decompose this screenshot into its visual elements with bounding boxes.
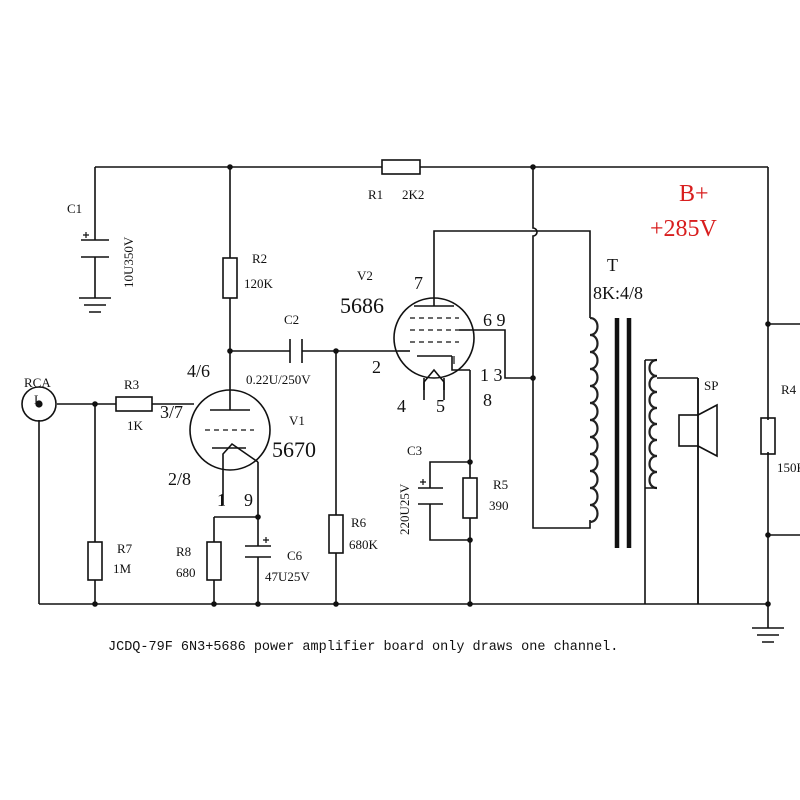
v2-pin-8: 8 [483,390,492,410]
supply-label: B+ [679,181,709,207]
r6-value: 680K [349,537,379,552]
supply-voltage: +285V [650,216,718,242]
transformer-ratio: 8K:4/8 [593,283,643,303]
v2-type: 5686 [340,293,384,318]
c1-name: C1 [67,201,82,216]
v1-triode-tube [189,389,271,471]
v1-pin-plate: 4/6 [187,361,210,381]
ground-symbol-c1 [79,297,111,313]
c3-capacitor [418,479,443,505]
wiring [38,166,800,628]
speaker [657,377,718,604]
r4-value: 150K [777,460,800,475]
v2-pin-heater-b: 5 [436,396,445,416]
r1-name: R1 [368,187,383,202]
v2-pin-plate: 7 [414,273,423,293]
r2-value: 120K [244,276,274,291]
v2-name: V2 [357,268,373,283]
r7-name: R7 [117,541,133,556]
r5-value: 390 [489,498,509,513]
r6-resistor [328,514,344,554]
v1-pin-heater-a: 1 [217,490,226,510]
r8-value: 680 [176,565,196,580]
rca-jack [21,386,57,422]
ground-symbol-main [752,627,784,643]
v2-pin-heater-a: 4 [397,396,406,416]
c2-name: C2 [284,312,299,327]
r8-name: R8 [176,544,191,559]
transformer-name: T [607,255,618,275]
r1-value: 2K2 [402,187,424,202]
junction-dots [92,164,771,607]
speaker-name: SP [704,378,718,393]
c1-value: 10U350V [121,236,136,288]
c1-capacitor [81,232,109,258]
r7-resistor [87,541,103,581]
r3-value: 1K [127,418,144,433]
r2-resistor [222,257,238,299]
c6-capacitor [245,537,271,558]
c6-value: 47U25V [265,569,310,584]
v2-pin-cathode: 1 3 [480,365,503,385]
c2-value: 0.22U/250V [246,372,311,387]
c3-name: C3 [407,443,422,458]
r4-name: R4 [781,382,797,397]
r6-name: R6 [351,515,367,530]
v2-pin-grid: 2 [372,357,381,377]
r3-name: R3 [124,377,139,392]
v1-pin-heater-b: 9 [244,490,253,510]
r5-resistor [462,477,478,519]
output-transformer [589,316,658,548]
v2-pin-screen: 6 9 [483,310,506,330]
c2-capacitor [289,339,303,363]
rca-channel: L [34,392,42,407]
rca-name: RCA [24,375,51,390]
r8-resistor [206,541,222,581]
v2-pentode-tube [393,290,475,400]
r2-name: R2 [252,251,267,266]
r4-resistor [760,417,776,455]
r1-resistor [381,159,421,175]
v1-type: 5670 [272,437,316,462]
r7-value: 1M [113,561,132,576]
caption: JCDQ-79F 6N3+5686 power amplifier board … [108,640,618,655]
r5-name: R5 [493,477,508,492]
c6-name: C6 [287,548,303,563]
c3-value: 220U25V [397,483,412,535]
v1-name: V1 [289,413,305,428]
v1-pin-grid: 3/7 [160,402,183,422]
r3-resistor [115,396,153,412]
v1-pin-cathode: 2/8 [168,469,191,489]
